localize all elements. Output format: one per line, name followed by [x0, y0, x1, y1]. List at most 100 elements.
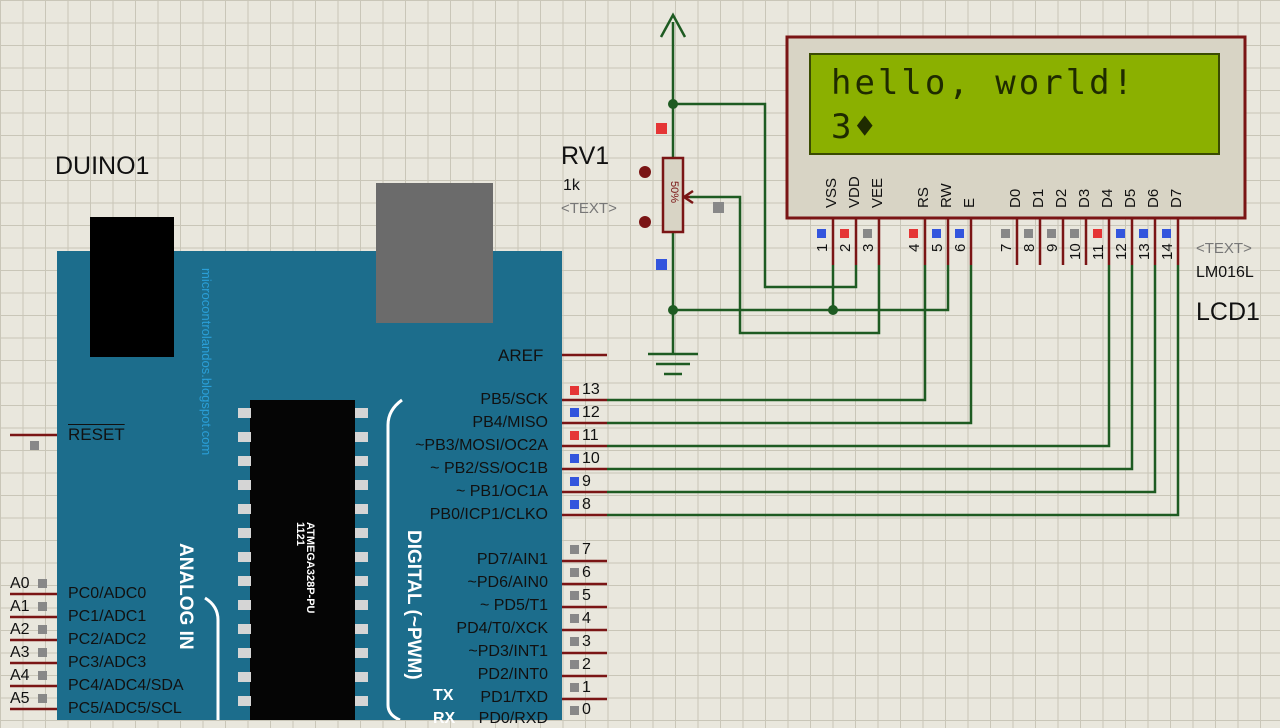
digital-pin-number: 11 — [582, 427, 599, 444]
potentiometer-rv1[interactable] — [661, 156, 685, 234]
analog-pin-label: PC4/ADC4/SDA — [68, 677, 184, 694]
lcd-name[interactable]: LCD1 — [1196, 298, 1260, 326]
digital-pin-number: 10 — [582, 450, 600, 467]
lcd-pin-name: VDD — [846, 176, 863, 208]
analog-pin-label: PC2/ADC2 — [68, 631, 147, 648]
analog-pin-label: PC0/ADC0 — [68, 585, 147, 602]
chip-name: ATMEGA328P-PU — [304, 522, 316, 614]
analog-pin-label: PC1/ADC1 — [68, 608, 147, 625]
digital-pin-label: ~PD3/INT1 — [468, 643, 548, 660]
digital-pin-label: ~PB3/MOSI/OC2A — [415, 437, 548, 454]
pot-marker-wiper — [713, 202, 724, 213]
lcd-pin-name: D5 — [1122, 188, 1139, 208]
lcd-custom-char: ♦ — [854, 107, 878, 147]
ground-symbol — [648, 352, 698, 376]
arduino-pin-state-markers — [570, 386, 579, 715]
pot-marker-bottom — [656, 259, 667, 270]
digital-pin-label: ~ PB2/SS/OC1B — [430, 460, 548, 477]
pot-wiper[interactable] — [681, 189, 694, 205]
lcd-pin-state-markers — [817, 229, 1171, 238]
lcd-text-placeholder: <TEXT> — [1196, 240, 1252, 257]
analog-pin-label: PC5/ADC5/SCL — [68, 700, 182, 717]
lcd-pin-number: 13 — [1136, 243, 1153, 260]
lcd-screen: hello, world! 3♦ — [809, 53, 1220, 155]
lcd-pin-lines — [831, 218, 1180, 265]
lcd-pin-number: 6 — [952, 243, 969, 252]
mcu-chip[interactable] — [250, 400, 355, 720]
arduino-analog-pin-lines — [10, 433, 57, 711]
digital-pin-label: PD0/RXD — [478, 710, 548, 727]
analog-pin-label: PC3/ADC3 — [68, 654, 147, 671]
analog-bracket — [204, 596, 220, 720]
digital-pin-number: 12 — [582, 404, 600, 421]
lcd-pin-number: 10 — [1067, 243, 1084, 260]
digital-pin-label: PD4/T0/XCK — [456, 620, 548, 637]
digital-pin-label: PD1/TXD — [480, 689, 548, 706]
lcd-pin-number: 11 — [1090, 244, 1107, 260]
lcd-pin-name: RS — [915, 187, 932, 208]
lcd-pin-number: 14 — [1159, 243, 1176, 260]
digital-pin-label: ~ PB1/OC1A — [455, 483, 548, 500]
chip-pins — [238, 408, 368, 706]
reset-label: RESET — [68, 425, 125, 444]
lcd-pin-number: 4 — [906, 243, 923, 252]
aref-label: AREF — [498, 346, 544, 365]
lcd-pin-name: D4 — [1099, 188, 1116, 208]
junction-dots — [668, 99, 838, 315]
lcd-line-1: hello, world! — [831, 63, 1137, 103]
digital-pin-label: PB4/MISO — [472, 414, 548, 431]
lcd-pin-name: RW — [938, 183, 955, 208]
pot-value: 1k — [563, 177, 580, 194]
lcd-pin-number: 12 — [1113, 243, 1130, 260]
pot-text-placeholder: <TEXT> — [561, 200, 617, 217]
watermark-text: microcontrolandos.blogspot.com — [199, 268, 214, 456]
analog-ext-label: A4 — [10, 667, 30, 684]
lcd-pin-name: D0 — [1007, 188, 1024, 208]
analog-ext-label: A1 — [10, 598, 30, 615]
power-jack — [90, 217, 174, 357]
digital-pin-number: 3 — [582, 633, 591, 650]
power-terminal[interactable] — [659, 12, 687, 104]
digital-pin-number: 9 — [582, 473, 591, 490]
lcd-pin-name: VEE — [869, 177, 886, 208]
digital-pin-number: 13 — [582, 381, 600, 398]
arduino-name[interactable]: DUINO1 — [55, 152, 150, 180]
analog-pin-markers — [30, 441, 47, 703]
analog-in-label: ANALOG IN — [175, 543, 196, 650]
digital-pin-number: 8 — [582, 496, 591, 513]
lcd-pin-number: 3 — [860, 243, 877, 252]
lcd-model: LM016L — [1196, 264, 1254, 281]
digital-pin-number: 5 — [582, 587, 591, 604]
rx-label: RX — [433, 710, 456, 727]
lcd-pin-number: 5 — [929, 243, 946, 252]
lcd-pin-name: D1 — [1030, 188, 1047, 208]
lcd-pin-number: 1 — [814, 243, 831, 252]
lcd-pin-number: 9 — [1044, 243, 1061, 252]
digital-pin-number: 2 — [582, 656, 591, 673]
lcd-pin-name: D7 — [1168, 188, 1185, 208]
pot-wires — [671, 102, 950, 354]
digital-pin-label: PB0/ICP1/CLKO — [429, 506, 548, 523]
digital-pin-number: 6 — [582, 564, 591, 581]
digital-pwm-label: DIGITAL (~PWM) — [403, 530, 424, 680]
tx-label: TX — [433, 687, 454, 704]
usb-connector — [376, 183, 493, 323]
arduino-digital-pin-lines — [562, 353, 607, 701]
lcd-pin-number: 7 — [998, 243, 1015, 252]
digital-pin-label: PB5/SCK — [480, 391, 548, 408]
lcd-pin-name: E — [961, 197, 978, 208]
lcd-pin-name: VSS — [823, 177, 840, 208]
pot-name[interactable]: RV1 — [561, 142, 610, 170]
data-wires — [607, 265, 1180, 517]
lcd-pin-name: D6 — [1145, 188, 1162, 208]
pot-percent: 50% — [668, 181, 680, 204]
lcd-pin-number: 2 — [837, 243, 854, 252]
pot-marker-top — [656, 123, 667, 134]
pot-adjust-buttons[interactable] — [639, 166, 651, 228]
digital-pin-label: PD2/INT0 — [477, 666, 548, 683]
digital-pin-label: ~PD6/AIN0 — [467, 574, 548, 591]
digital-bracket — [386, 398, 403, 720]
digital-pin-number: 4 — [582, 610, 591, 627]
analog-ext-label: A0 — [10, 575, 30, 592]
digital-pin-label: PD7/AIN1 — [476, 551, 548, 568]
